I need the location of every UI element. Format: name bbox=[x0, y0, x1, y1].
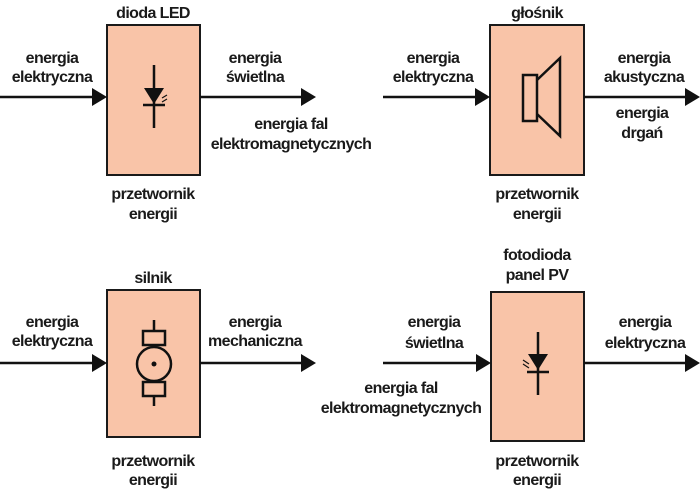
output-label: energia bbox=[229, 50, 282, 67]
output-label: świetlna bbox=[226, 69, 285, 86]
output-arrow bbox=[301, 88, 316, 106]
block-title: fotodioda bbox=[503, 247, 571, 264]
photodiode-icon bbox=[522, 332, 549, 395]
block-motor: silnik energia elektryczna energia mecha… bbox=[0, 270, 316, 489]
speaker-icon bbox=[521, 55, 562, 139]
input-label: energia bbox=[26, 314, 79, 331]
output-label-2: drgań bbox=[621, 125, 662, 142]
output-label: akustyczna bbox=[604, 69, 685, 86]
block-footer: energii bbox=[129, 206, 177, 223]
input-label: energia bbox=[408, 314, 461, 331]
output-label: energia bbox=[229, 314, 282, 331]
output-arrow bbox=[685, 354, 700, 372]
output-arrow bbox=[685, 88, 700, 106]
output-label-2: energia fal bbox=[254, 116, 328, 133]
block-photodiode: fotodioda panel PV energia świetlna ener… bbox=[321, 247, 700, 489]
input-label-2: elektromagnetycznych bbox=[321, 400, 482, 417]
block-speaker: głośnik energia elektryczna energia akus… bbox=[383, 5, 700, 223]
output-label: energia bbox=[618, 50, 671, 67]
block-footer: energii bbox=[513, 206, 561, 223]
block-footer: przetwornik bbox=[111, 453, 195, 470]
output-label: mechaniczna bbox=[208, 333, 303, 350]
input-label: energia bbox=[26, 50, 79, 67]
input-label: energia bbox=[407, 50, 460, 67]
input-label-2: energia fal bbox=[364, 380, 438, 397]
led-diode-icon bbox=[143, 65, 168, 128]
block-led: dioda LED energia elektryczna energia św… bbox=[0, 5, 372, 223]
output-label-2: energia bbox=[616, 105, 669, 122]
input-label: elektryczna bbox=[12, 69, 93, 86]
input-label: świetlna bbox=[405, 335, 464, 352]
input-arrow bbox=[92, 354, 107, 372]
input-arrow bbox=[475, 88, 490, 106]
block-footer: przetwornik bbox=[111, 186, 195, 203]
block-footer: energii bbox=[513, 472, 561, 489]
input-arrow bbox=[92, 88, 107, 106]
input-label: elektryczna bbox=[12, 333, 93, 350]
block-title: panel PV bbox=[506, 267, 570, 284]
block-footer: przetwornik bbox=[495, 186, 579, 203]
output-arrow bbox=[301, 354, 316, 372]
block-title: silnik bbox=[134, 270, 172, 287]
input-arrow bbox=[476, 354, 491, 372]
output-label: energia bbox=[619, 314, 672, 331]
output-label: elektryczna bbox=[605, 335, 686, 352]
block-footer: przetwornik bbox=[495, 453, 579, 470]
output-label-2: elektromagnetycznych bbox=[211, 136, 372, 153]
block-title: dioda LED bbox=[116, 5, 190, 22]
block-footer: energii bbox=[129, 472, 177, 489]
motor-icon bbox=[135, 320, 173, 406]
block-title: głośnik bbox=[511, 5, 564, 22]
input-label: elektryczna bbox=[393, 69, 474, 86]
